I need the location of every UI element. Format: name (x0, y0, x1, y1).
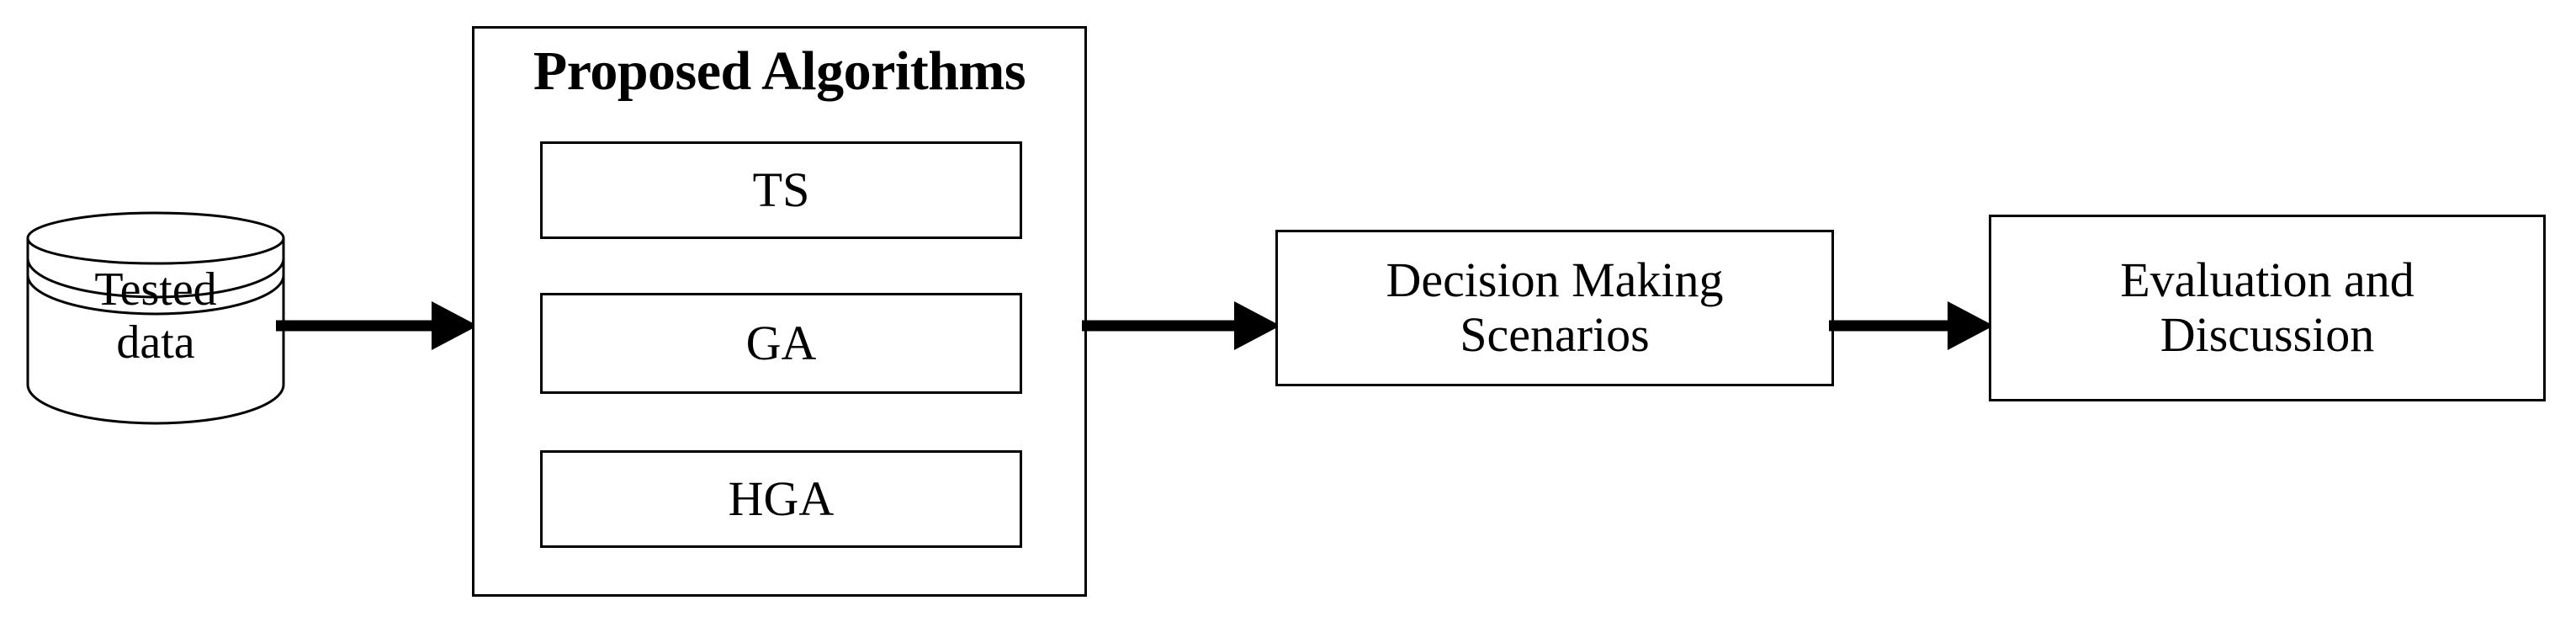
evaluation-label-line1: Evaluation and (2120, 252, 2414, 308)
decision-making-scenarios-node[interactable]: Decision Making Scenarios (1275, 230, 1834, 386)
database-node[interactable]: Tested data (17, 206, 294, 429)
decision-label-line1: Decision Making (1386, 252, 1724, 308)
algorithm-box-ts[interactable]: TS (540, 141, 1022, 239)
arrow-algorithms-to-decision (1082, 296, 1280, 355)
decision-making-scenarios-label: Decision Making Scenarios (1377, 252, 1731, 363)
evaluation-and-discussion-node[interactable]: Evaluation and Discussion (1989, 215, 2546, 401)
decision-label-line2: Scenarios (1460, 307, 1650, 362)
arrow-data-to-algorithms (276, 296, 478, 355)
arrow-decision-to-evaluation (1829, 296, 1994, 355)
algorithm-box-ga[interactable]: GA (540, 293, 1022, 394)
evaluation-label-line2: Discussion (2160, 307, 2375, 362)
proposed-algorithms-group[interactable]: Proposed Algorithms TS GA HGA (472, 26, 1087, 597)
algorithm-label-hga: HGA (728, 471, 835, 526)
algorithm-label-ga: GA (745, 316, 817, 370)
database-cylinder-icon (26, 211, 285, 425)
proposed-algorithms-title: Proposed Algorithms (533, 40, 1026, 102)
evaluation-and-discussion-label: Evaluation and Discussion (2112, 252, 2423, 363)
algorithm-box-hga[interactable]: HGA (540, 450, 1022, 548)
algorithm-label-ts: TS (752, 162, 810, 217)
